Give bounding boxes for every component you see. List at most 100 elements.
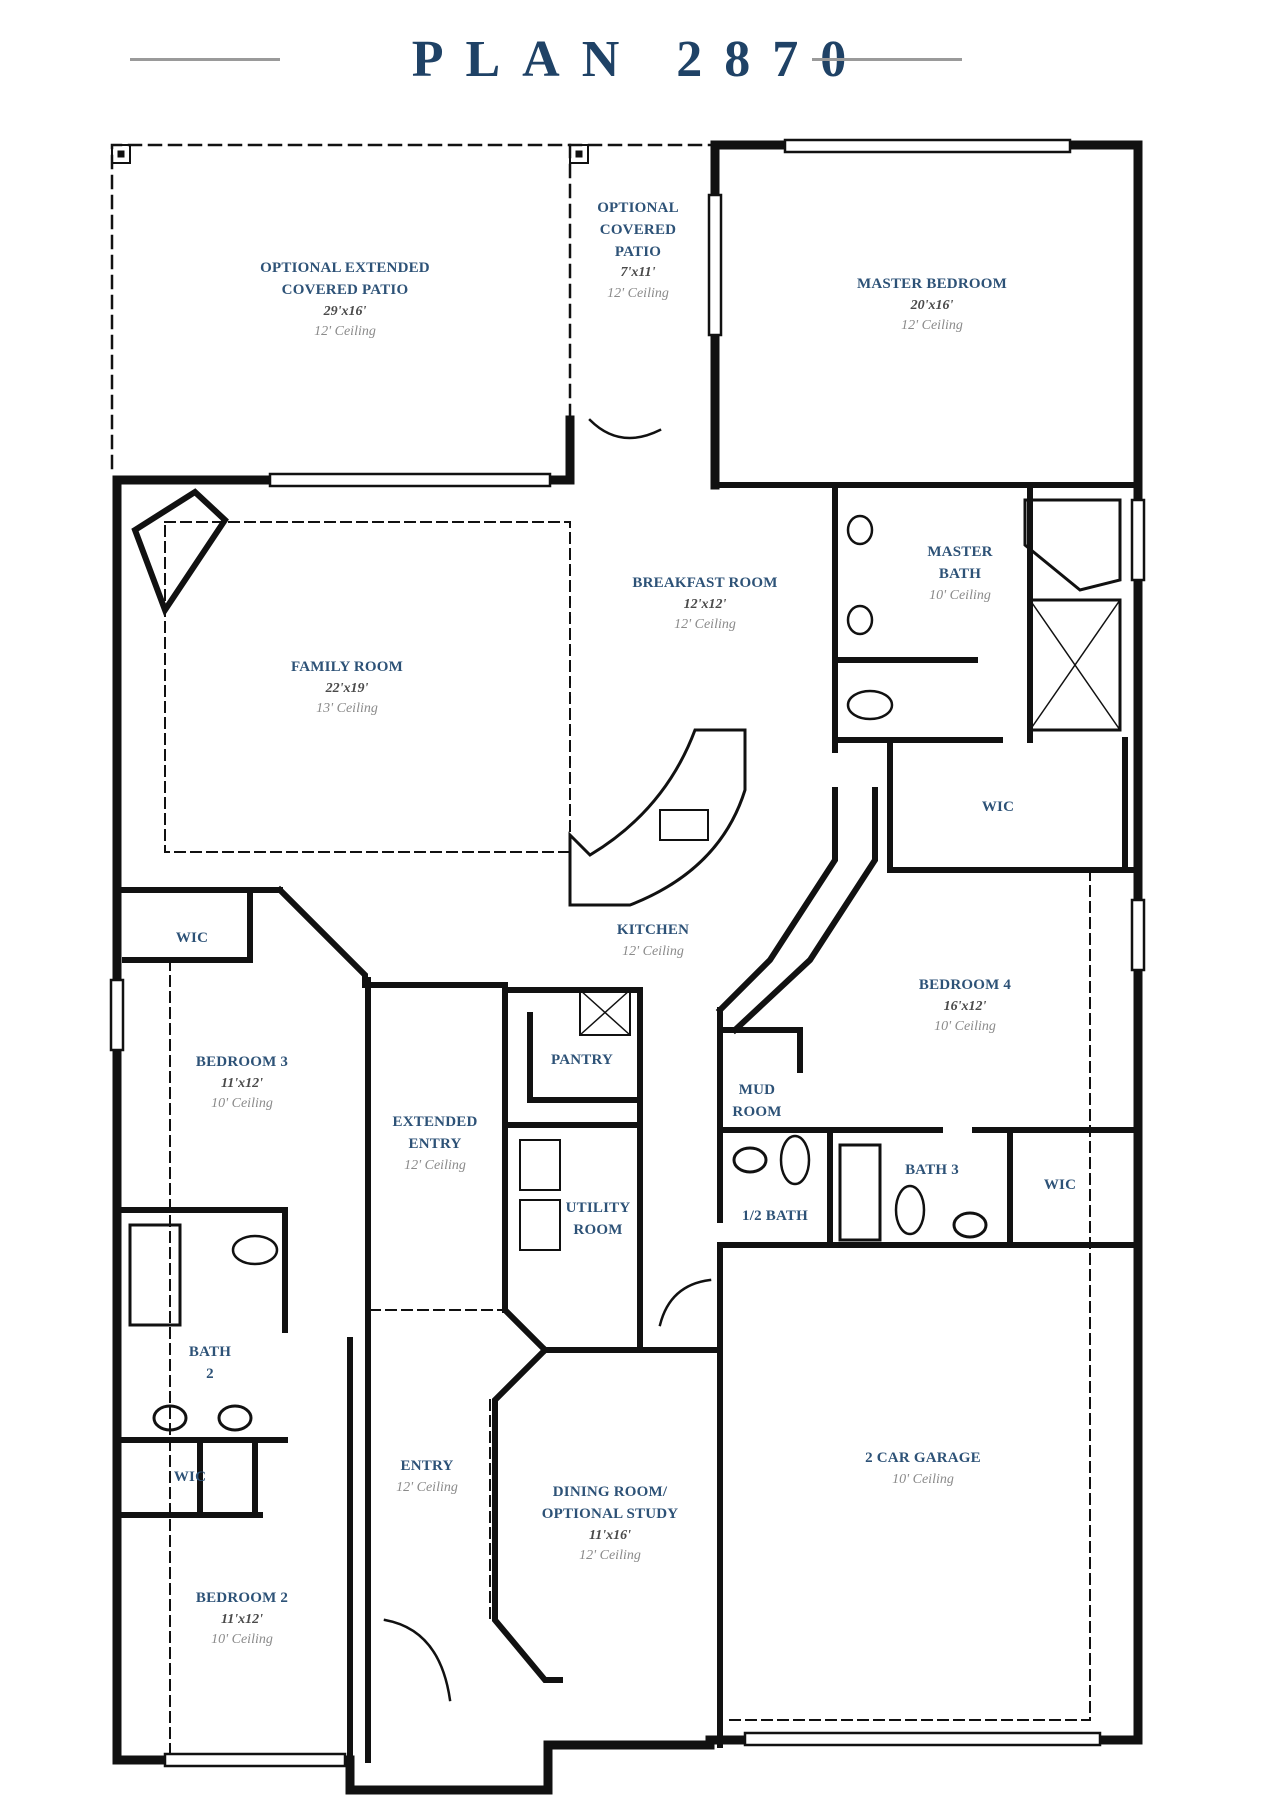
title-rule-left [130, 58, 280, 61]
toilet-icon [779, 1134, 811, 1186]
room-name: FAMILY ROOM [290, 659, 404, 675]
title-rule-right [812, 58, 962, 61]
room-bedroom-4: BEDROOM 4 16'x12' 10' Ceiling [919, 975, 1011, 1037]
room-name: OPTIONAL STUDY [541, 1505, 679, 1522]
room-ceiling: 12' Ceiling [674, 617, 736, 633]
toilet-icon [846, 689, 894, 721]
room-name: BATH [938, 565, 982, 582]
room-ceiling: 10' Ceiling [892, 1471, 954, 1487]
sink-icon [659, 809, 709, 841]
room-dimensions: 20'x16' [910, 297, 954, 313]
room-name: BREAKFAST ROOM [632, 575, 778, 591]
tub-icon [1023, 498, 1122, 592]
room-dimensions: 11'x16' [588, 1527, 632, 1543]
page-title: PLAN 2870 [411, 31, 869, 88]
toilet-icon [894, 1184, 926, 1236]
room-bedroom-3-wic: WIC [176, 928, 208, 950]
sink-icon [217, 1404, 253, 1432]
room-ceiling: 12' Ceiling [579, 1547, 641, 1563]
room-name: 2 [206, 1365, 214, 1382]
dryer-icon [519, 1199, 561, 1251]
room-name: BATH [188, 1344, 232, 1360]
room-name: BATH 3 [905, 1162, 959, 1178]
soffit-lines [164, 521, 1091, 1761]
room-ceiling: 12' Ceiling [396, 1479, 458, 1495]
room-ceiling: 10' Ceiling [211, 1096, 273, 1112]
room-name: DINING ROOM/ [552, 1484, 668, 1500]
tub-icon [128, 1223, 182, 1327]
room-entry: ENTRY 12' Ceiling [396, 1456, 458, 1498]
room-pantry: PANTRY [551, 1050, 613, 1072]
room-dimensions: 11'x12' [220, 1611, 263, 1627]
room-ceiling: 12' Ceiling [314, 323, 376, 339]
patio-post-icon [111, 144, 131, 164]
room-name: ROOM [573, 1221, 623, 1238]
sink-icon [952, 1211, 988, 1239]
patio-post-icon [569, 144, 589, 164]
door-swing [588, 418, 662, 440]
room-dimensions: 11'x12' [220, 1075, 263, 1091]
room-name: OPTIONAL [597, 200, 679, 216]
door-swing [658, 1278, 712, 1327]
room-half-bath: 1/2 BATH [742, 1206, 808, 1228]
room-name: PATIO [614, 243, 662, 260]
room-dining-study: DINING ROOM/ OPTIONAL STUDY 11'x16' 12' … [542, 1482, 679, 1566]
room-name: MASTER BEDROOM [857, 276, 1007, 292]
room-name: BEDROOM 2 [195, 1590, 289, 1606]
shower-icon [1028, 598, 1122, 732]
room-name: KITCHEN [616, 922, 690, 938]
room-breakfast-room: BREAKFAST ROOM 12'x12' 12' Ceiling [632, 573, 777, 635]
kitchen-island [568, 728, 747, 907]
room-bedroom-2-wic: WIC [174, 1467, 206, 1489]
room-mud-room: MUD ROOM [732, 1080, 781, 1124]
washer-icon [519, 1139, 561, 1191]
room-ceiling: 10' Ceiling [934, 1019, 996, 1035]
room-ceiling: 10' Ceiling [929, 587, 991, 603]
room-bedroom-3: BEDROOM 3 11'x12' 10' Ceiling [196, 1052, 288, 1114]
sink-icon [846, 514, 874, 546]
room-name: 1/2 BATH [742, 1208, 808, 1224]
room-two-car-garage: 2 CAR GARAGE 10' Ceiling [865, 1448, 981, 1490]
room-name: WIC [981, 799, 1015, 815]
room-bedroom-2: BEDROOM 2 11'x12' 10' Ceiling [196, 1588, 288, 1650]
door-swing [383, 1618, 452, 1702]
room-dimensions: 22'x19' [325, 680, 369, 696]
room-bedroom-4-wic: WIC [1044, 1175, 1076, 1197]
room-name: 2 CAR GARAGE [865, 1450, 981, 1466]
room-ceiling: 12' Ceiling [607, 285, 669, 301]
room-utility-room: UTILITY ROOM [566, 1198, 631, 1242]
room-ceiling: 13' Ceiling [316, 701, 378, 717]
room-name: MUD [738, 1082, 776, 1098]
room-extended-entry: EXTENDED ENTRY 12' Ceiling [393, 1112, 478, 1176]
room-dimensions: 12'x12' [683, 596, 727, 612]
room-dimensions: 29'x16' [323, 303, 367, 319]
room-name: EXTENDED [392, 1114, 478, 1130]
room-name: WIC [175, 930, 209, 946]
room-name: OPTIONAL EXTENDED [260, 260, 430, 276]
room-master-wic: WIC [982, 797, 1014, 819]
room-name: BEDROOM 4 [918, 977, 1012, 993]
sink-icon [732, 1146, 768, 1174]
plan-header: PLAN 2870 [0, 0, 1280, 120]
room-name: ENTRY [400, 1458, 454, 1474]
toilet-icon [231, 1234, 279, 1266]
room-master-bath: MASTER BATH 10' Ceiling [927, 542, 992, 606]
room-name: WIC [173, 1469, 207, 1485]
room-name: MASTER [927, 544, 993, 560]
room-name: ENTRY [408, 1135, 462, 1152]
sink-icon [846, 604, 874, 636]
room-name: BEDROOM 3 [195, 1054, 289, 1070]
room-ceiling: 12' Ceiling [901, 318, 963, 334]
room-name: PANTRY [550, 1052, 614, 1068]
room-optional-extended-covered-patio: OPTIONAL EXTENDED COVERED PATIO 29'x16' … [260, 258, 430, 342]
room-ceiling: 12' Ceiling [404, 1157, 466, 1173]
room-name: UTILITY [565, 1200, 631, 1216]
room-ceiling: 10' Ceiling [211, 1632, 273, 1648]
room-master-bedroom: MASTER BEDROOM 20'x16' 12' Ceiling [857, 274, 1007, 336]
water-heater-icon [579, 989, 631, 1036]
sink-icon [152, 1404, 188, 1432]
room-name: ROOM [732, 1103, 782, 1120]
room-family-room: FAMILY ROOM 22'x19' 13' Ceiling [291, 657, 403, 719]
room-kitchen: KITCHEN 12' Ceiling [617, 920, 689, 962]
